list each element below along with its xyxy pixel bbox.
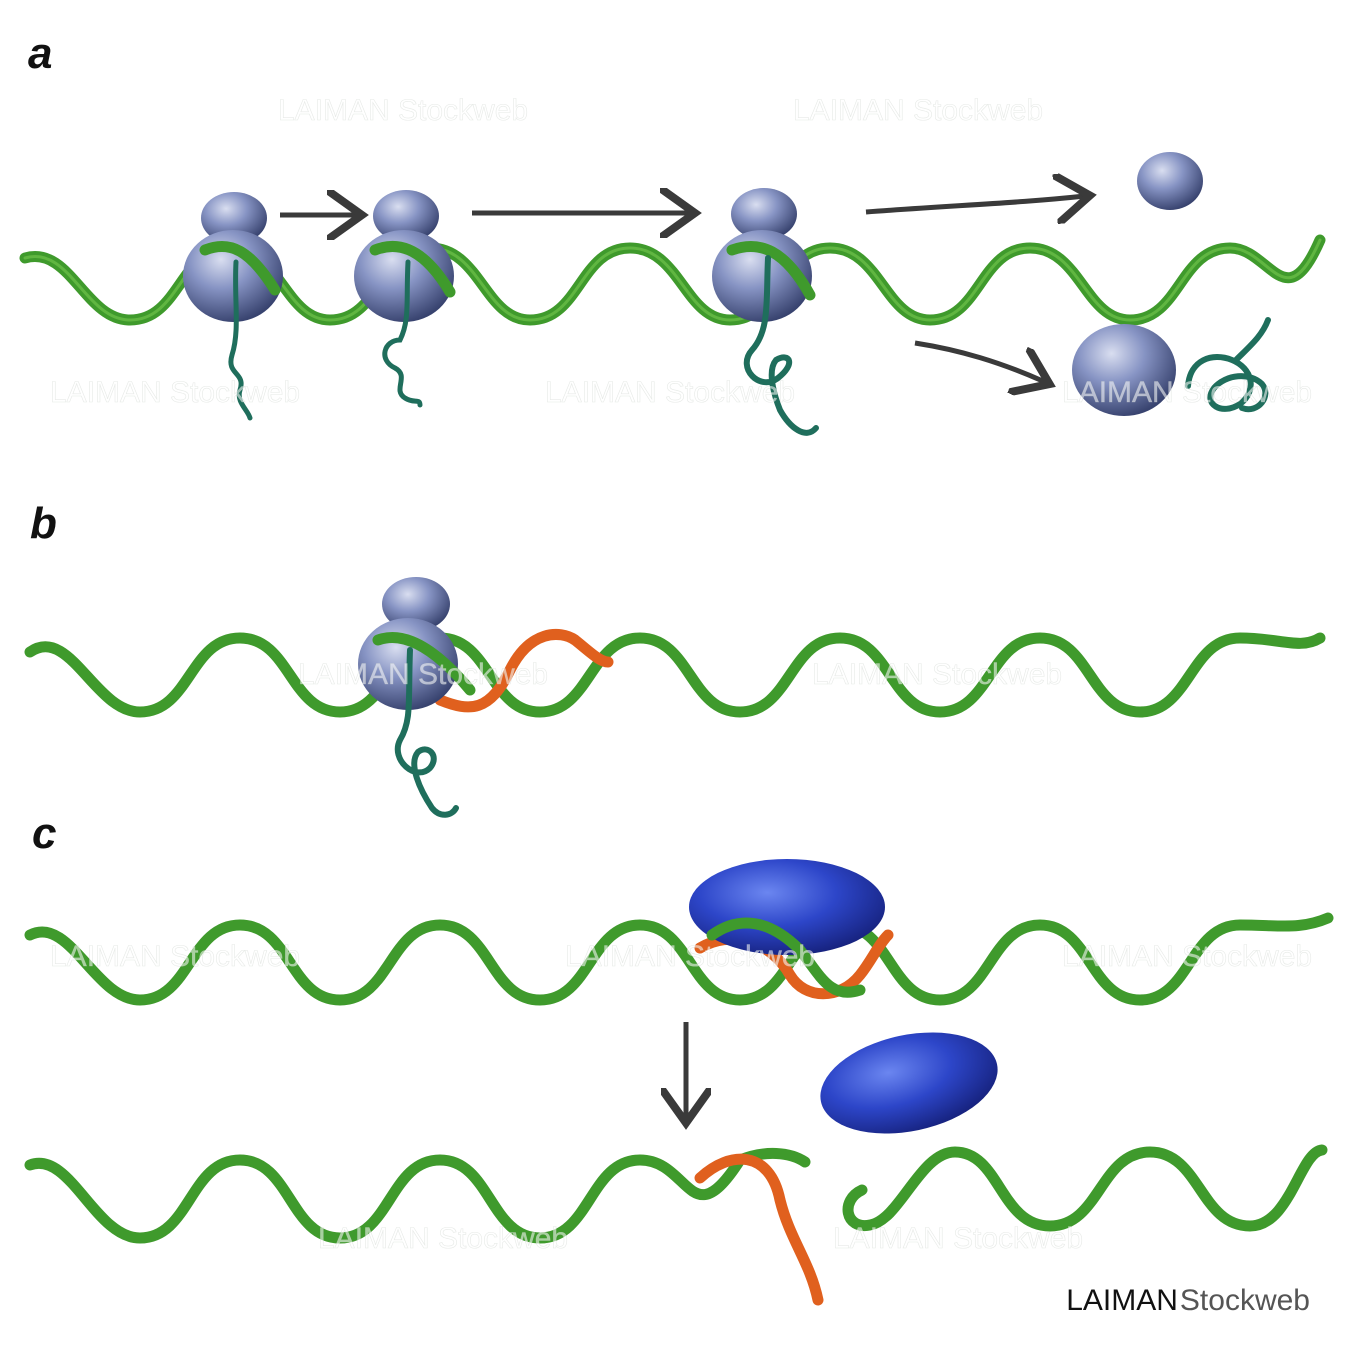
watermark-text: LAIMAN Stockweb <box>318 1222 568 1255</box>
nascent-peptide-icon <box>394 647 459 818</box>
nascent-peptide-icon <box>228 259 253 421</box>
mrna-strand-icon <box>24 632 1326 718</box>
mrna-fragment-3prime <box>842 1144 1328 1232</box>
watermark-text: LAIMAN Stockweb <box>545 376 795 409</box>
ribosome-icon <box>183 192 283 322</box>
rnase-icon <box>689 859 885 955</box>
watermark-text: LAIMAN Stockweb <box>1062 940 1312 973</box>
rnase-icon <box>820 1032 998 1134</box>
small-rna-fragment-icon <box>694 1153 824 1306</box>
panel-label-c: c <box>32 809 56 858</box>
arrow-icon <box>865 196 1085 212</box>
credit-brand: LAIMAN <box>1066 1284 1178 1317</box>
arrow-icon <box>914 340 1045 382</box>
watermark-text: LAIMAN Stockweb <box>1062 376 1312 409</box>
panel-a <box>19 152 1326 436</box>
watermark-text: LAIMAN Stockweb <box>565 940 815 973</box>
released-peptide-icon <box>1185 317 1271 413</box>
mrna-fragment-5prime <box>24 1147 811 1244</box>
panel-c-bottom <box>24 1144 1328 1306</box>
watermark-text: LAIMAN Stockweb <box>50 940 300 973</box>
ribosome-small-subunit-icon <box>1137 152 1203 210</box>
mrna-over-ribosome <box>372 632 476 696</box>
mrna-over-ribosome-3 <box>726 241 816 301</box>
ribosome-icon <box>354 190 454 322</box>
mrna-over-ribosome-2 <box>369 241 456 298</box>
nascent-peptide-icon <box>382 259 423 408</box>
panel-c-top <box>24 859 1334 1006</box>
ribosome-large-subunit-icon <box>1072 324 1176 416</box>
watermark-text: LAIMAN Stockweb <box>793 94 1043 127</box>
nascent-peptide-icon <box>743 255 819 436</box>
watermark-text: LAIMAN Stockweb <box>50 376 300 409</box>
watermark-layer: LAIMAN Stockweb LAIMAN Stockweb LAIMAN S… <box>50 94 1313 1256</box>
mrna-over-rnase <box>706 917 866 998</box>
watermark-text: LAIMAN Stockweb <box>833 1222 1083 1255</box>
stock-credit-logo: LAIMANStockweb <box>1066 1284 1310 1318</box>
watermark-text: LAIMAN Stockweb <box>298 658 548 691</box>
watermark-text: LAIMAN Stockweb <box>278 94 528 127</box>
mrna-strand-icon <box>24 912 1334 1006</box>
panel-b <box>24 577 1326 818</box>
ribosome-icon <box>712 188 812 322</box>
panel-label-a: a <box>28 29 52 78</box>
credit-product: Stockweb <box>1179 1284 1310 1317</box>
mrna-over-ribosome-1 <box>199 240 281 296</box>
panel-label-b: b <box>30 499 57 548</box>
watermark-text: LAIMAN Stockweb <box>812 658 1062 691</box>
small-rna-icon <box>434 629 614 713</box>
